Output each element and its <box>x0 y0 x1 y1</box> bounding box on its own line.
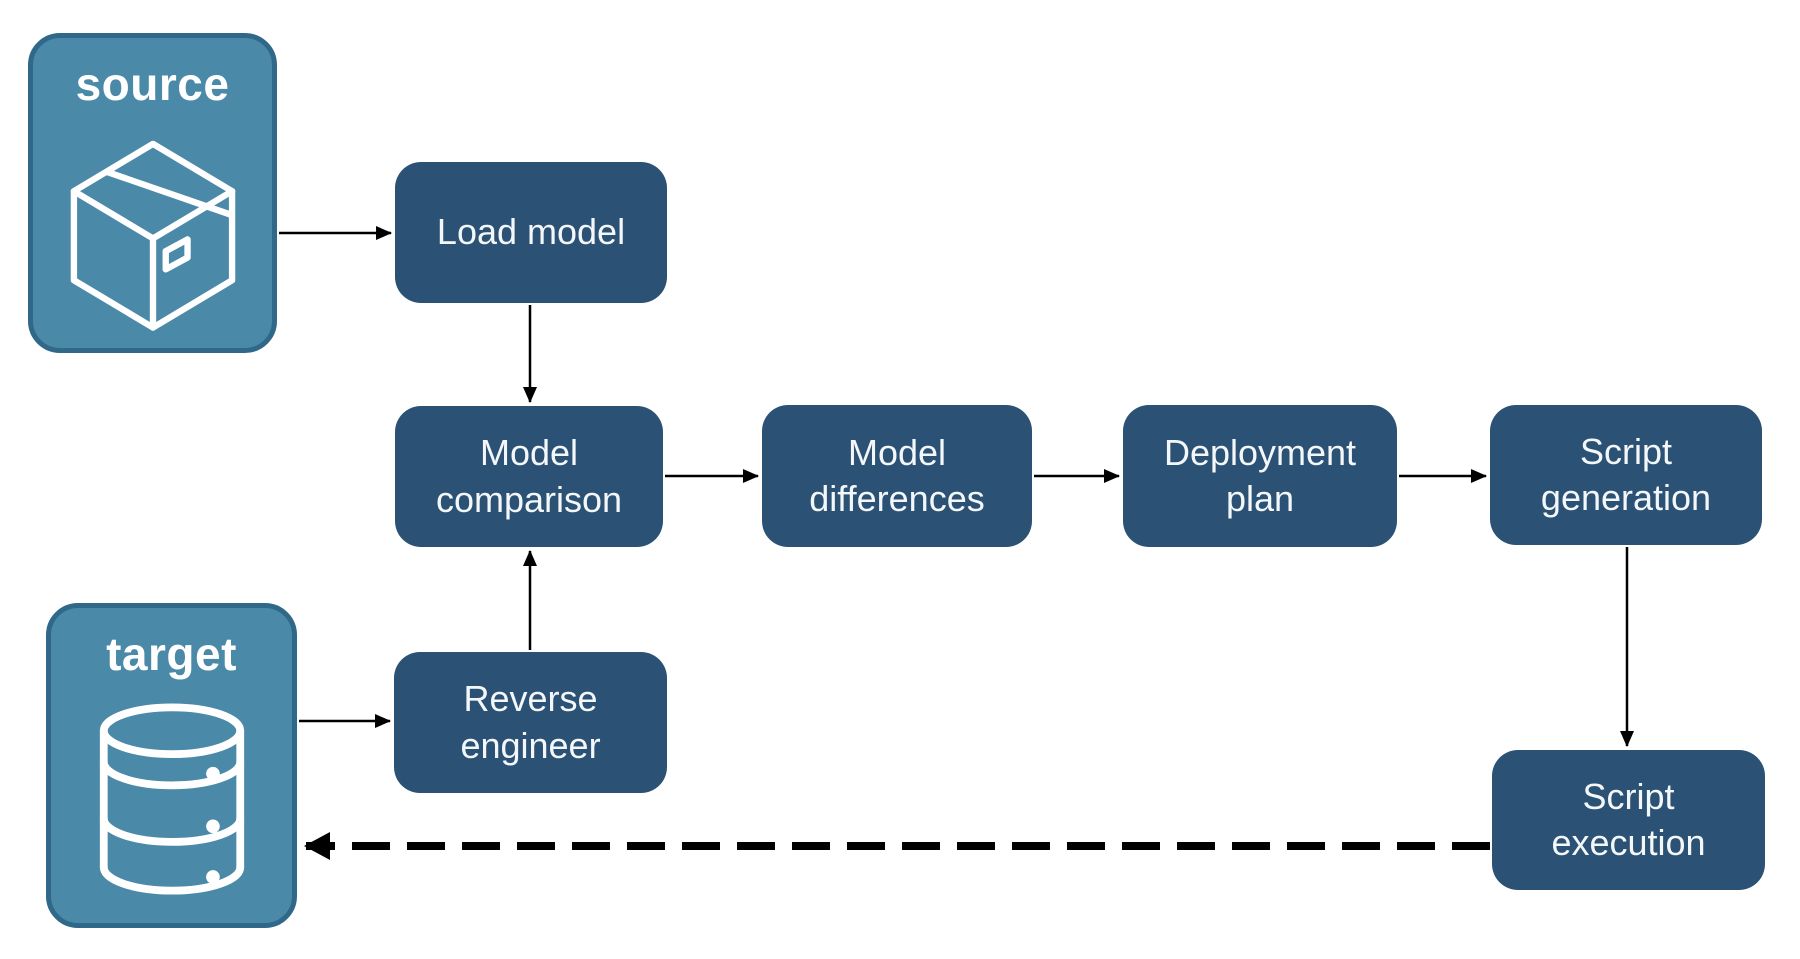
source-entity: source <box>28 33 277 353</box>
target-label: target <box>106 628 237 680</box>
node-script-generation: Script generation <box>1490 405 1762 545</box>
source-label: source <box>75 58 230 110</box>
node-script-generation-label: Script generation <box>1540 430 1712 518</box>
node-script-execution-label: Script execution <box>1551 775 1706 863</box>
node-model-comparison: Model comparison <box>395 406 663 547</box>
node-model-comparison-label: Model comparison <box>435 432 623 520</box>
node-reverse-engineer: Reverse engineer <box>394 652 667 793</box>
target-entity: target <box>46 603 297 928</box>
node-model-differences: Model differences <box>762 405 1032 547</box>
package-icon <box>70 140 235 331</box>
node-load-model: Load model <box>395 162 667 303</box>
node-reverse-engineer-label: Reverse engineer <box>460 678 601 766</box>
node-load-model-label: Load model <box>436 211 626 253</box>
database-icon <box>99 703 244 895</box>
node-deployment-plan-label: Deployment plan <box>1163 431 1357 519</box>
node-model-differences-label: Model differences <box>809 431 985 519</box>
node-script-execution: Script execution <box>1492 750 1765 890</box>
node-deployment-plan: Deployment plan <box>1123 405 1397 547</box>
